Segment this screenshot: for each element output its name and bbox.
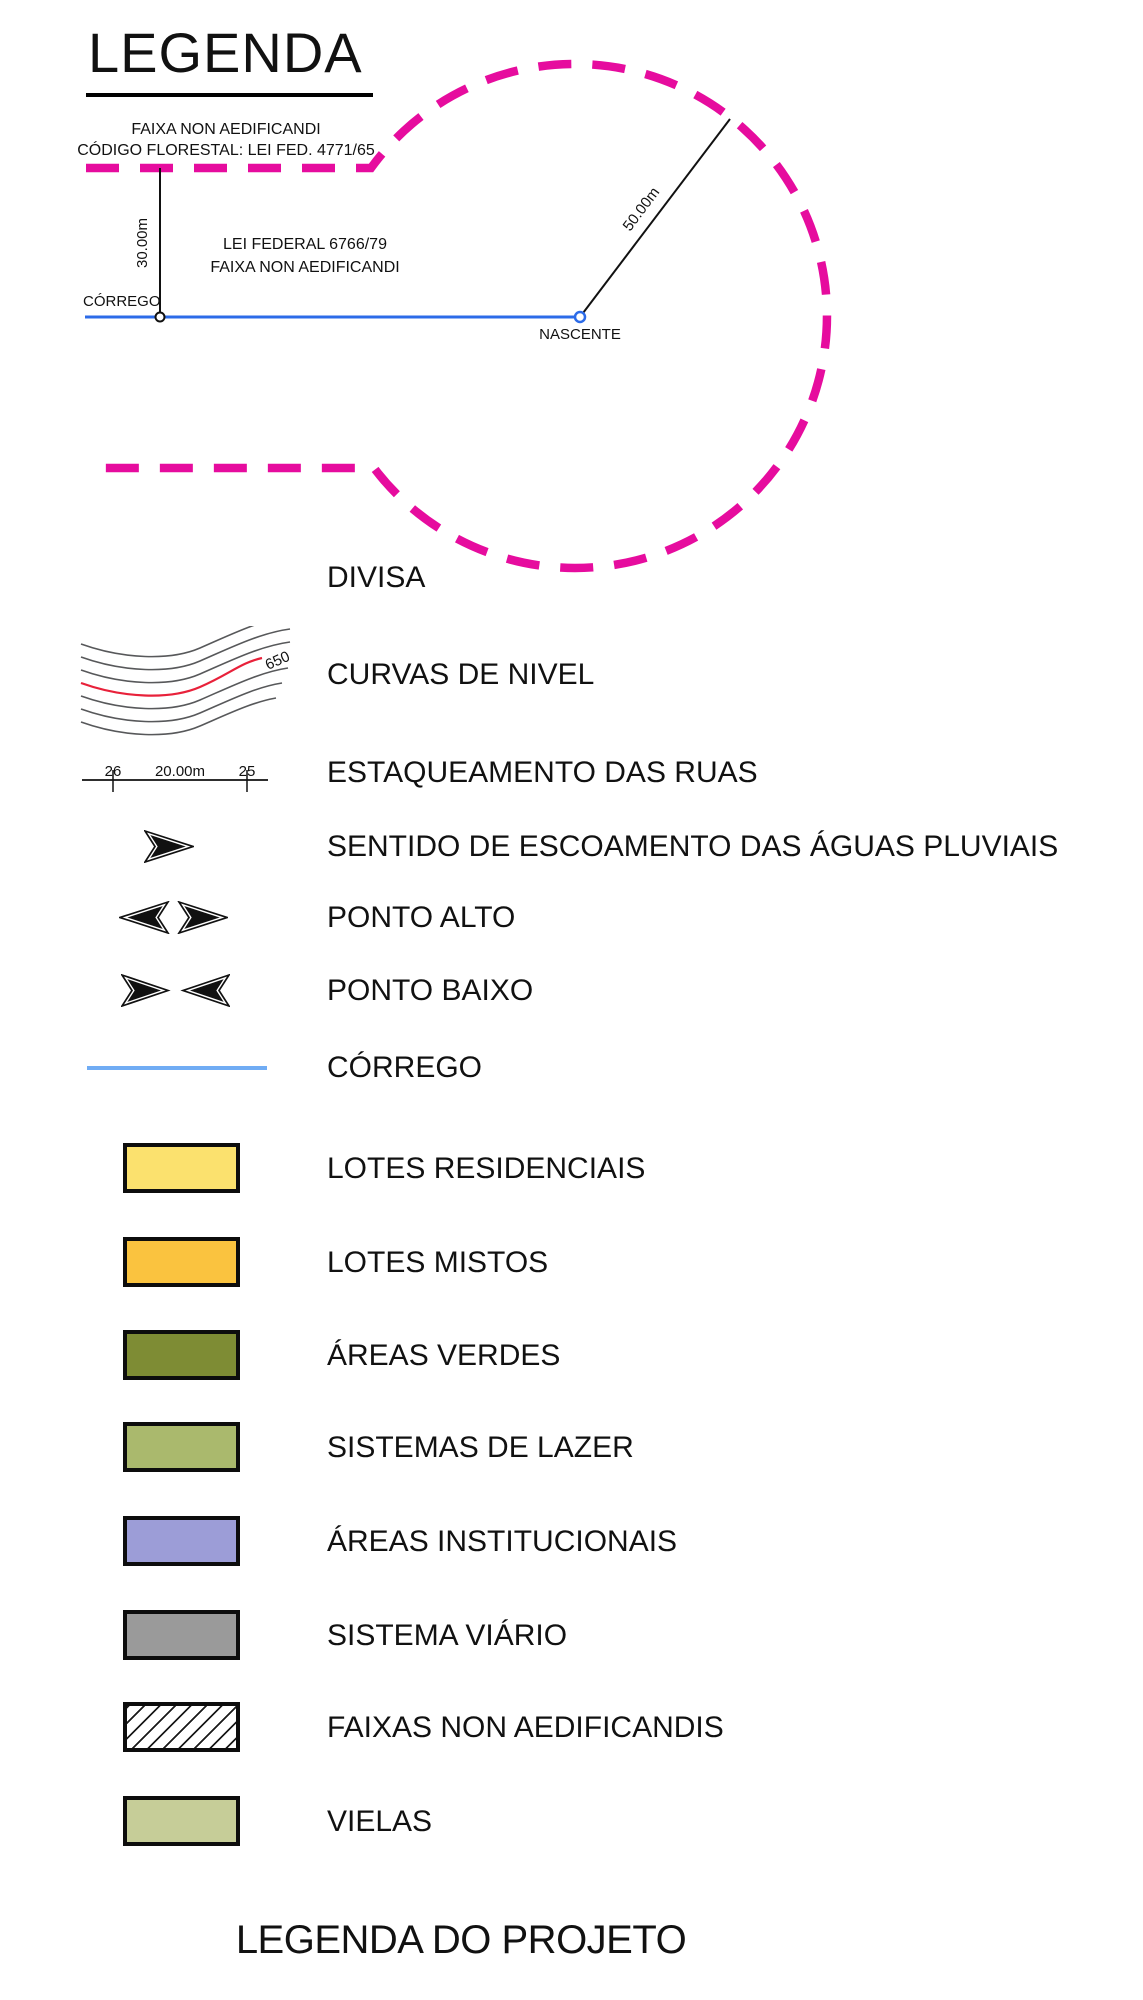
offset-point-marker	[154, 311, 166, 323]
legend-label-areas-institucionais: ÁREAS INSTITUCIONAIS	[327, 1525, 678, 1558]
swatch-areas-verdes	[123, 1330, 240, 1380]
divisa-boundary-diagram: FAIXA NON AEDIFICANDI CÓDIGO FLORESTAL: …	[77, 59, 832, 573]
spring-label: NASCENTE	[539, 326, 621, 343]
legend-label-vielas: VIELAS	[327, 1805, 433, 1838]
low-point-icon	[121, 974, 230, 1007]
stake-dimension-label: 20.00m	[155, 763, 205, 780]
legend-label-ponto-baixo: PONTO BAIXO	[327, 974, 534, 1007]
legend-label-divisa: DIVISA	[327, 561, 426, 594]
stake-number-right: 25	[239, 763, 256, 780]
flow-direction-arrow-icon	[144, 830, 194, 863]
legend-label-curvas-de-nivel: CURVAS DE NIVEL	[327, 658, 595, 691]
contour-elevation-label: 650	[263, 648, 293, 674]
swatch-faixas-non-aedificandis	[123, 1702, 240, 1752]
contour-lines-symbol: 650	[80, 626, 293, 736]
legend-label-sistema-viario: SISTEMA VIÁRIO	[327, 1619, 568, 1652]
legend-label-lotes-residenciais: LOTES RESIDENCIAIS	[327, 1152, 646, 1185]
street-staking-symbol: 26 20.00m 25	[82, 763, 268, 792]
swatch-sistemas-de-lazer	[123, 1422, 240, 1472]
legend-label-faixas-non-aedificandis: FAIXAS NON AEDIFICANDIS	[327, 1711, 724, 1744]
dim-50m-line	[579, 118, 731, 318]
legend-label-sistemas-de-lazer: SISTEMAS DE LAZER	[327, 1431, 634, 1464]
legend-label-lotes-mistos: LOTES MISTOS	[327, 1246, 549, 1279]
index-contour-line	[80, 656, 263, 697]
swatch-vielas	[123, 1796, 240, 1846]
dim-30m-label: 30.00m	[134, 218, 151, 268]
dim-50m-label: 50.00m	[620, 184, 664, 234]
swatch-areas-institucionais	[123, 1516, 240, 1566]
note-faixa-mid: FAIXA NON AEDIFICANDI	[210, 259, 399, 276]
swatch-lotes-mistos	[123, 1237, 240, 1287]
legend-label-estaqueamento: ESTAQUEAMENTO DAS RUAS	[327, 756, 758, 789]
footer-title: LEGENDA DO PROJETO	[235, 1918, 687, 1962]
note-faixa-top: FAIXA NON AEDIFICANDI	[131, 121, 320, 138]
legend-label-ponto-alto: PONTO ALTO	[327, 901, 516, 934]
stream-legend-line	[87, 1066, 267, 1070]
page-title: LEGENDA	[86, 20, 373, 97]
legend-label-sentido-escoamento: SENTIDO DE ESCOAMENTO DAS ÁGUAS PLUVIAIS	[327, 830, 1059, 863]
swatch-sistema-viario	[123, 1610, 240, 1660]
spring-point-marker	[573, 310, 587, 324]
stream-label: CÓRREGO	[83, 293, 161, 310]
note-codigo-florestal: CÓDIGO FLORESTAL: LEI FED. 4771/65	[77, 140, 375, 159]
divisa-dashed-boundary	[86, 59, 832, 573]
note-lei-federal: LEI FEDERAL 6766/79	[223, 236, 387, 253]
high-point-icon	[119, 901, 228, 934]
stake-number-left: 26	[105, 763, 122, 780]
swatch-lotes-residenciais	[123, 1143, 240, 1193]
legend-label-corrego: CÓRREGO	[327, 1051, 483, 1084]
legend-label-areas-verdes: ÁREAS VERDES	[327, 1339, 561, 1372]
